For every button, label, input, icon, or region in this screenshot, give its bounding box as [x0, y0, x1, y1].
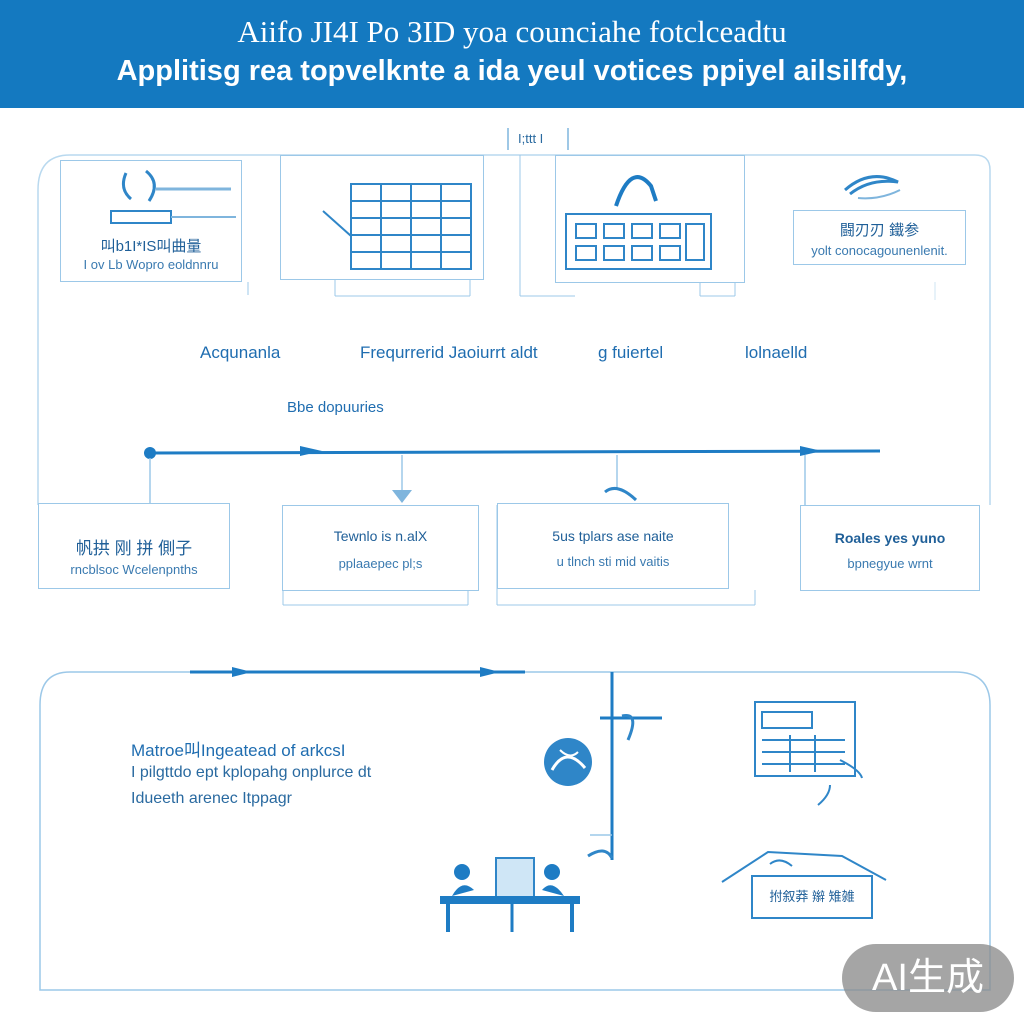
antenna-icon [110, 169, 236, 224]
header-subtitle: Applitisg rea topvelknte a ida yeul voti… [116, 55, 908, 87]
mid-card-3-line1: Roales yes yuno [834, 530, 946, 546]
mid-card-1-line1: Tewnlo is n.alX [333, 528, 428, 544]
mid-card-1-line2: pplaaepec pl;s [338, 556, 423, 571]
category-label-2: g fuiertel [598, 343, 664, 362]
top-card-0: 叫b1I*IS叫曲量 I ov Lb Wopro eoldnnru [60, 160, 242, 282]
top-card-1-line2: yolt conocagounenlenit. [811, 243, 948, 258]
top-card-1-line1: 闘刃刃 鐵参 [839, 222, 920, 239]
bottom-text-line1: Matroe叫Ingeatead of arkcsI [131, 741, 346, 760]
top-card-1: 闘刃刃 鐵参 yolt conocagounenlenit. [793, 210, 966, 265]
header-title: Aiifo JI4I Po 3ID yoa counciahe fotclcea… [237, 14, 787, 49]
office-building-icon [322, 183, 472, 270]
office-building-panel [280, 155, 484, 280]
top-card-0-line1: 叫b1I*IS叫曲量 [100, 238, 202, 255]
mid-card-0-line2: rncblsoc Wcelenpnths [70, 562, 198, 577]
mid-card-0-line1: 帆拱 刚 拼 側子 [75, 539, 193, 558]
bottom-text-line3: Idueeth arenec Itppagr [131, 790, 293, 807]
mid-card-2: 5us tplars ase naite u tlnch sti mid vai… [497, 503, 729, 589]
campus-building-panel [555, 155, 745, 283]
mid-card-2-line1: 5us tplars ase naite [552, 528, 674, 544]
category-label-1: Frequrrerid Jaoiurrt aldt [360, 343, 538, 362]
mid-card-3: Roales yes yuno bpnegyue wrnt [800, 505, 980, 591]
mid-card-0: 帆拱 刚 拼 側子 rncblsoc Wcelenpnths [38, 503, 230, 589]
bottom-text-line2: I pilgttdo ept kplopahg onplurce dt [131, 764, 372, 781]
mid-card-1: Tewnlo is n.alX pplaaepec pl;s [282, 505, 479, 591]
header-banner: Aiifo JI4I Po 3ID yoa counciahe fotclcea… [0, 0, 1024, 108]
mid-card-2-line2: u tlnch sti mid vaitis [556, 554, 670, 569]
mid-card-3-line2: bpnegyue wrnt [847, 556, 933, 571]
category-label-3: lolnaelld [745, 343, 808, 362]
section-label: Bbe dopuuries [287, 399, 384, 416]
category-label-0: Acqunanla [200, 343, 281, 362]
ai-generated-badge: AI生成 [842, 944, 1014, 1012]
campus-building-icon [565, 175, 712, 270]
top-card-0-line2: I ov Lb Wopro eoldnnru [83, 257, 219, 272]
top-tab-label: I;ttt I [518, 131, 544, 146]
sign-board-text: 拊叙莽 辮 雉雑 [769, 889, 855, 904]
